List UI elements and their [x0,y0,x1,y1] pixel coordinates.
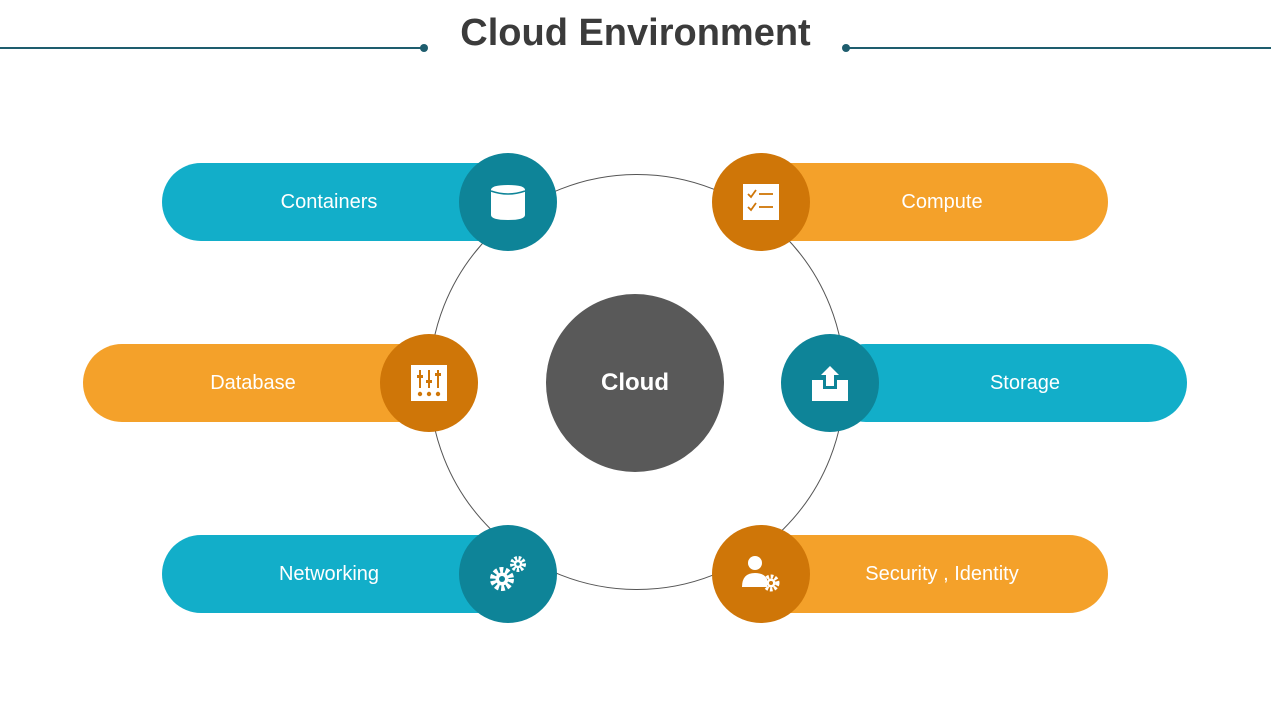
gears-icon [490,556,526,591]
checklist-icon [743,184,779,220]
node-networking-badge [459,525,557,623]
user-gear-icon [742,556,780,592]
mixer-sliders-icon [411,365,447,401]
node-compute-label: Compute [901,190,983,213]
title-rule-left [0,47,424,49]
node-compute-pill: Compute [748,163,1108,241]
node-database-badge [380,334,478,432]
node-security-badge [712,525,810,623]
title-rule-right [846,47,1271,49]
center-cloud-circle: Cloud [546,294,724,472]
node-containers-badge [459,153,557,251]
node-networking-label: Networking [278,562,380,585]
node-compute-badge [712,153,810,251]
node-database-label: Database [210,371,296,394]
title-rule-dot-left [420,44,428,52]
node-storage-badge [781,334,879,432]
center-label: Cloud [601,369,669,396]
node-storage-pill: Storage [827,344,1187,422]
upload-box-icon [812,366,848,401]
page-title: Cloud Environment [460,12,811,54]
node-security-label: Security , Identity [865,562,1019,585]
database-cylinder-icon [490,185,526,220]
node-containers-label: Containers [280,190,378,213]
node-storage-label: Storage [989,371,1061,394]
